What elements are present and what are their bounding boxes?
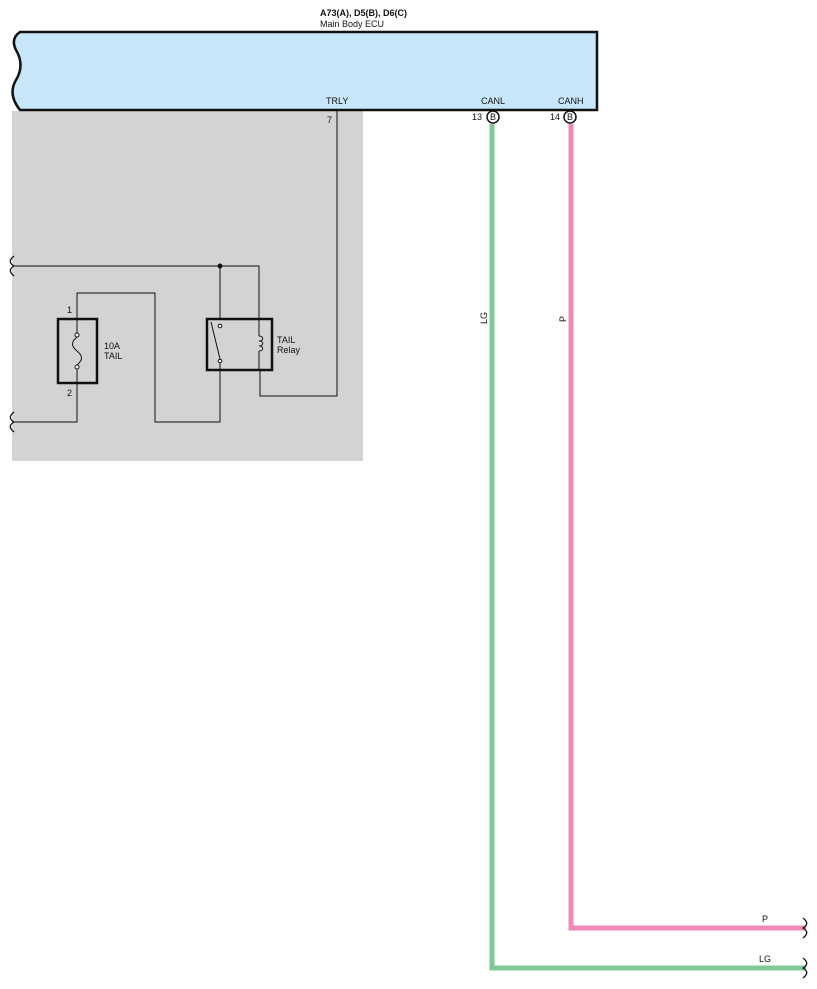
trly-wire bbox=[259, 111, 338, 397]
canl-wire-code-vertical: LG bbox=[479, 312, 489, 324]
ecu-name-label: Main Body ECU bbox=[320, 19, 384, 29]
fuse-terminal-2 bbox=[74, 364, 80, 370]
relay-coil-icon bbox=[258, 335, 264, 352]
main-body-ecu: A73(A), D5(B), D6(C) Main Body ECU TRLY … bbox=[11, 8, 599, 112]
fuse-name: TAIL bbox=[104, 351, 122, 361]
pin-trly-number: 7 bbox=[327, 115, 332, 125]
canl-wire bbox=[489, 124, 806, 971]
ecu-connectors-label: A73(A), D5(B), D6(C) bbox=[320, 8, 407, 18]
pin-trly-name: TRLY bbox=[326, 96, 348, 106]
canh-wire-code-horizontal: P bbox=[762, 914, 768, 924]
canh-connector-circle bbox=[563, 110, 577, 124]
fuse-pin-2: 2 bbox=[67, 388, 72, 398]
power-bus-wire bbox=[14, 265, 260, 318]
relay-box bbox=[205, 317, 274, 372]
pin-canh-number: 14 bbox=[550, 112, 560, 122]
canl-wire-code-horizontal: LG bbox=[759, 954, 771, 964]
canl-connector-letter: B bbox=[490, 112, 496, 122]
canl-continuation-mark bbox=[801, 957, 808, 979]
junction-block-area bbox=[12, 111, 363, 461]
canh-continuation-mark bbox=[801, 917, 808, 939]
ecu-box bbox=[11, 30, 599, 112]
relay-contact-bottom bbox=[217, 358, 223, 364]
pin-canl-number: 13 bbox=[472, 112, 482, 122]
canh-connector-letter: B bbox=[567, 112, 573, 122]
relay-label-line1: TAIL bbox=[277, 335, 295, 345]
pin-canh-name: CANH bbox=[558, 96, 584, 106]
bus-continuation-mark bbox=[9, 255, 16, 277]
fuse-terminal-1 bbox=[74, 332, 80, 338]
fuse-pin-1: 1 bbox=[67, 305, 72, 315]
tail-relay: TAIL Relay bbox=[205, 317, 301, 372]
canh-wire bbox=[568, 124, 806, 931]
canl-connector-circle bbox=[486, 110, 500, 124]
relay-switch-blade bbox=[210, 321, 221, 360]
canh-wire-code-vertical: P bbox=[558, 316, 568, 322]
fuse-rating: 10A bbox=[104, 341, 120, 351]
fuse-bottom-wire bbox=[14, 369, 78, 423]
fuse-element-icon bbox=[72, 336, 82, 366]
relay-contact-top bbox=[217, 323, 223, 329]
pin-canl-name: CANL bbox=[481, 96, 505, 106]
relay-label-line2: Relay bbox=[277, 345, 301, 355]
fuse-top-wire bbox=[76, 292, 221, 423]
